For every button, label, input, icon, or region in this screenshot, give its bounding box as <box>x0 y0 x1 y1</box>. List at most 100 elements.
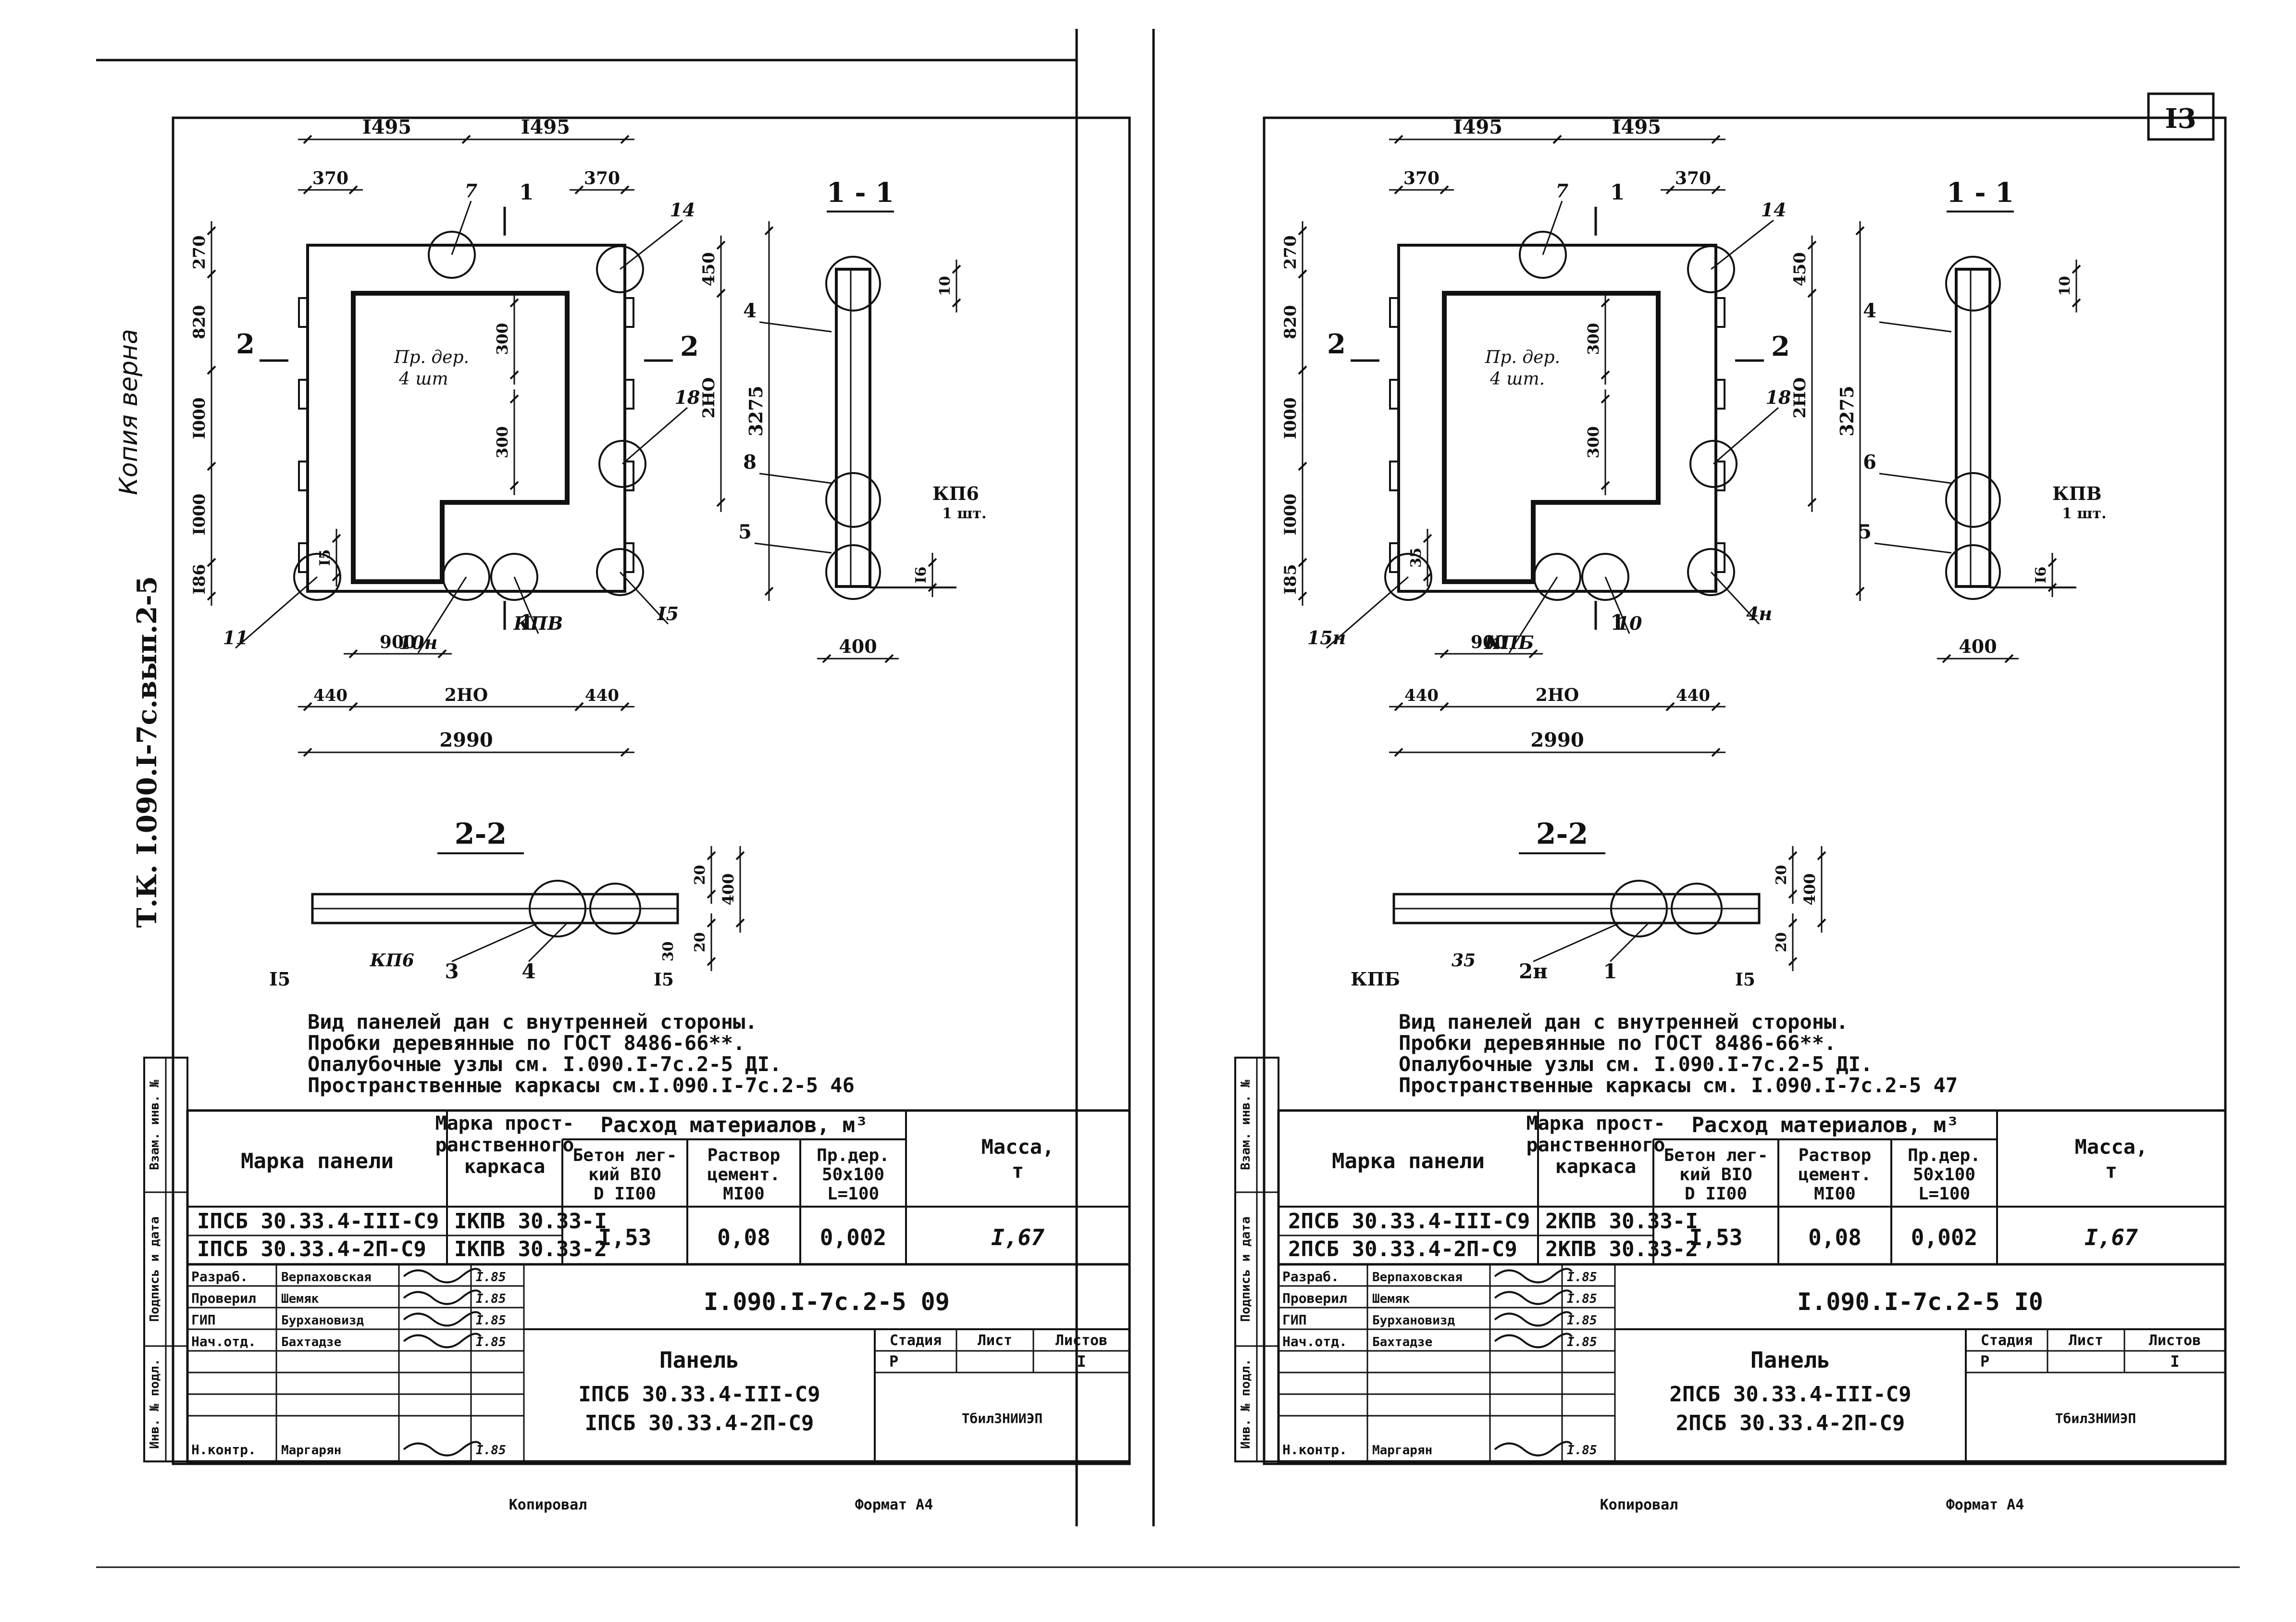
section-mark-label: 2 <box>680 331 699 362</box>
signature <box>1494 1268 1573 1284</box>
title-role: Н.контр. <box>191 1442 256 1458</box>
dimension-tick <box>1298 365 1307 375</box>
dimension-tick <box>764 586 774 596</box>
dimension-label: 820 <box>1281 305 1300 339</box>
title-stage: Р <box>1980 1352 1989 1371</box>
callout-label: 7 <box>465 180 477 201</box>
dimension-tick <box>735 851 745 861</box>
leader-line <box>619 571 669 625</box>
dimension-tick <box>1711 135 1721 144</box>
dimension-label: 440 <box>1404 686 1439 705</box>
table-cell-frame-mark: 2КПВ 30.33-I <box>1545 1209 1698 1234</box>
dimension-tick <box>1528 649 1538 659</box>
leader-line <box>754 542 832 554</box>
dimension-tick <box>332 534 341 543</box>
title-doc-code: I.090.I-7с.2-5 I0 <box>1797 1288 2043 1316</box>
title-name: Маргарян <box>281 1443 341 1458</box>
dimension-label: 20 <box>692 932 708 952</box>
leader-line <box>1542 200 1563 255</box>
plan-callout-circle <box>1687 548 1735 596</box>
dimension-tick <box>1298 226 1307 236</box>
dimension-tick <box>822 654 832 663</box>
edge-key <box>1716 297 1725 328</box>
title-item-mark: IПСБ 30.33.4-III-С9 <box>578 1382 820 1407</box>
dimension-tick <box>303 702 312 711</box>
leader-line <box>1713 407 1779 465</box>
leader-line <box>451 200 472 255</box>
section-callout-label: 3 <box>445 960 459 983</box>
title-date: I.85 <box>1567 1313 1597 1328</box>
dimension-label: 270 <box>1281 236 1300 270</box>
dimension-tick <box>1394 702 1403 711</box>
side-stamp-label: Подпись и дата <box>148 1216 162 1322</box>
dimension-tick <box>620 185 630 195</box>
table-header-mortar: Раствор <box>707 1146 781 1165</box>
dimension-label: I000 <box>1281 398 1300 439</box>
dimension-tick <box>1807 240 1817 250</box>
dimension-tick <box>1807 288 1817 298</box>
leader-line <box>620 219 683 270</box>
table-header-frame: каркаса <box>464 1156 546 1178</box>
title-role: Н.контр. <box>1282 1442 1347 1458</box>
dimension-tick <box>620 702 630 711</box>
dimension-tick <box>1711 748 1721 757</box>
leader-line <box>235 576 318 649</box>
title-name: Шемяк <box>281 1292 319 1306</box>
dimension-label: 300 <box>1584 426 1602 459</box>
edge-key <box>298 379 308 410</box>
dimension-label: I000 <box>190 398 209 439</box>
title-date: I.85 <box>1567 1443 1597 1458</box>
edge-key <box>298 542 308 573</box>
plan-callout-circle <box>1384 553 1432 601</box>
table-header-concrete: кий ВIO <box>588 1165 661 1185</box>
leader-line <box>1508 576 1558 653</box>
dimension-tick <box>1394 185 1403 195</box>
side-stamp-label: Подпись и дата <box>1239 1216 1253 1322</box>
section-callout-circle <box>1671 883 1723 935</box>
table-cell-frame-mark: IКПВ 30.33-I <box>454 1209 607 1234</box>
table-header-timber: L=100 <box>827 1184 879 1204</box>
section-wall <box>835 268 871 588</box>
dimension-label: 20 <box>692 865 708 885</box>
dimension-label: 2990 <box>1530 729 1584 751</box>
plan-callout-circle <box>428 231 476 279</box>
table-header-frame: каркаса <box>1555 1156 1637 1178</box>
dimension-tick <box>716 288 726 298</box>
dimension-tick <box>2004 654 2014 663</box>
dimension-label: 20 <box>1773 932 1790 952</box>
section-title: 1 - 1 <box>827 177 894 209</box>
table-cell-timber: 0,002 <box>1911 1224 1977 1250</box>
frame-mark-label: КП6 <box>932 483 979 504</box>
callout-label: 10н <box>399 632 438 653</box>
dimension-tick <box>1665 702 1675 711</box>
title-role: Нач.отд. <box>191 1334 256 1349</box>
side-stamp-label: Инв. № подл. <box>148 1359 162 1449</box>
general-notes: Вид панелей дан с внутренней стороны.Про… <box>308 1010 855 1097</box>
edge-key <box>625 379 634 410</box>
section-callout-circle <box>529 880 586 937</box>
signature <box>403 1268 482 1284</box>
callout-label: КПБ <box>1484 632 1534 653</box>
dimension-label: 2990 <box>439 729 493 751</box>
dimension-tick <box>707 957 716 966</box>
plan-callout-circle <box>293 553 341 601</box>
table-header-mortar: Раствор <box>1799 1146 1872 1165</box>
dimension-label: I000 <box>190 494 209 536</box>
dimension-tick <box>620 748 630 757</box>
title-item-name: Панель <box>659 1347 739 1373</box>
title-name: Бахтадзе <box>281 1335 341 1349</box>
dimension-label: 400 <box>719 873 737 906</box>
signature <box>1494 1311 1573 1327</box>
general-notes: Вид панелей дан с внутренней стороны.Про… <box>1399 1010 1958 1097</box>
dimension-label: 35 <box>1408 548 1425 568</box>
leader-line <box>1710 571 1760 625</box>
dimension-label: I495 <box>1453 116 1502 138</box>
title-name: Маргарян <box>1372 1443 1432 1458</box>
